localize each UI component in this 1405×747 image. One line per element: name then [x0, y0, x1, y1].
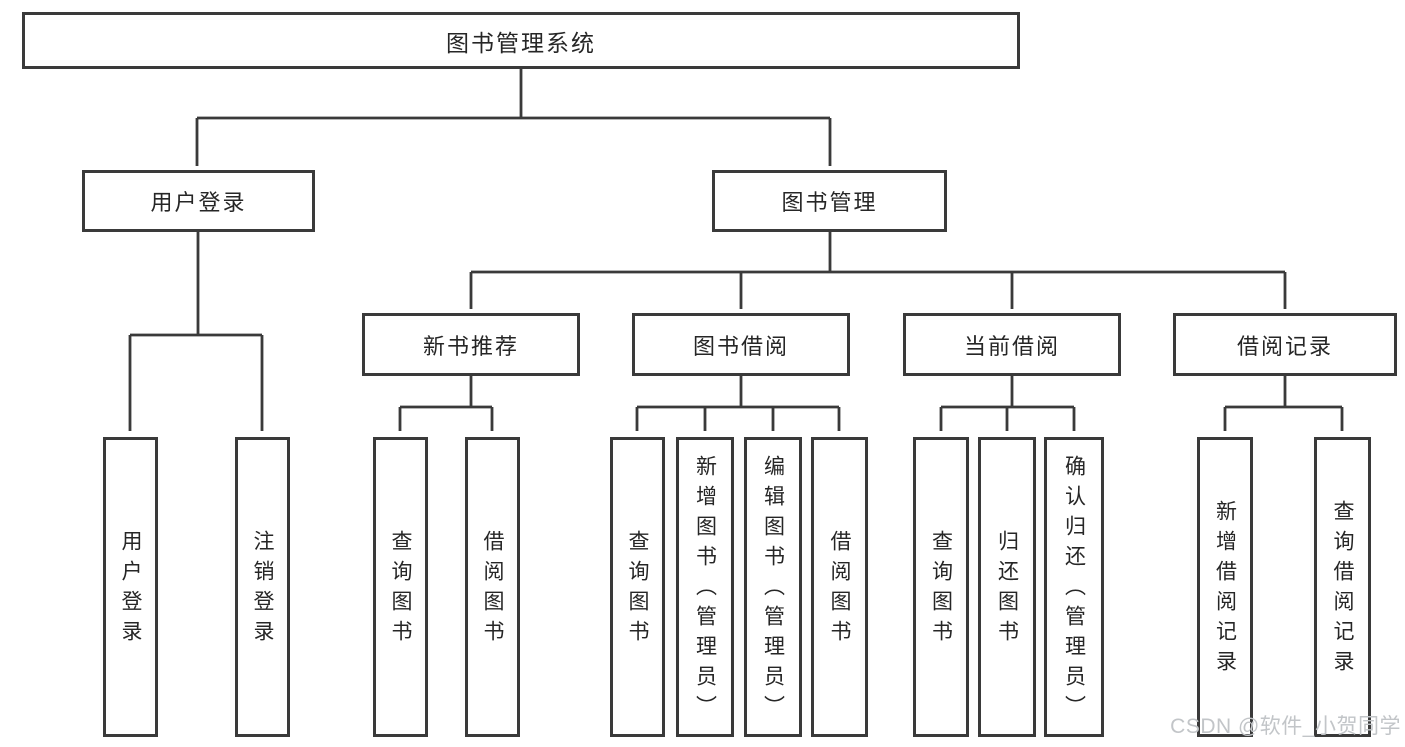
leaf-borrow-borrow-books: 借阅图书: [811, 437, 868, 737]
connector-root-to-level2: [195, 69, 832, 166]
leaf-borrow-add-books-admin: 新增图书（管理员）: [676, 437, 734, 737]
leaf-records-query-record: 查询借阅记录: [1314, 437, 1371, 737]
leaf-recommend-query-books: 查询图书: [373, 437, 428, 737]
connector-book-borrow-children: [635, 376, 841, 431]
connector-new-book-recommend-children: [398, 376, 494, 431]
connector-user-login-children: [128, 232, 264, 431]
watermark: CSDN @软件_小贺同学: [1170, 715, 1401, 738]
leaf-borrow-edit-books-admin: 编辑图书（管理员）: [744, 437, 802, 737]
connector-borrow-records-children: [1223, 376, 1344, 431]
leaf-current-return-books: 归还图书: [978, 437, 1036, 737]
node-book-management: 图书管理: [712, 170, 947, 232]
node-new-book-recommend: 新书推荐: [362, 313, 580, 376]
leaf-logout: 注销登录: [235, 437, 290, 737]
node-borrow-records: 借阅记录: [1173, 313, 1397, 376]
node-user-login: 用户登录: [82, 170, 315, 232]
leaf-current-confirm-return-admin: 确认归还（管理员）: [1044, 437, 1104, 737]
leaf-recommend-borrow-books: 借阅图书: [465, 437, 520, 737]
node-current-borrow: 当前借阅: [903, 313, 1121, 376]
node-library-management-system: 图书管理系统: [22, 12, 1020, 69]
connector-book-management-children: [469, 232, 1287, 309]
connector-current-borrow-children: [939, 376, 1076, 431]
node-book-borrow: 图书借阅: [632, 313, 850, 376]
leaf-user-login: 用户登录: [103, 437, 158, 737]
leaf-current-query-books: 查询图书: [913, 437, 969, 737]
leaf-records-add-record: 新增借阅记录: [1197, 437, 1253, 737]
leaf-borrow-query-books: 查询图书: [610, 437, 665, 737]
